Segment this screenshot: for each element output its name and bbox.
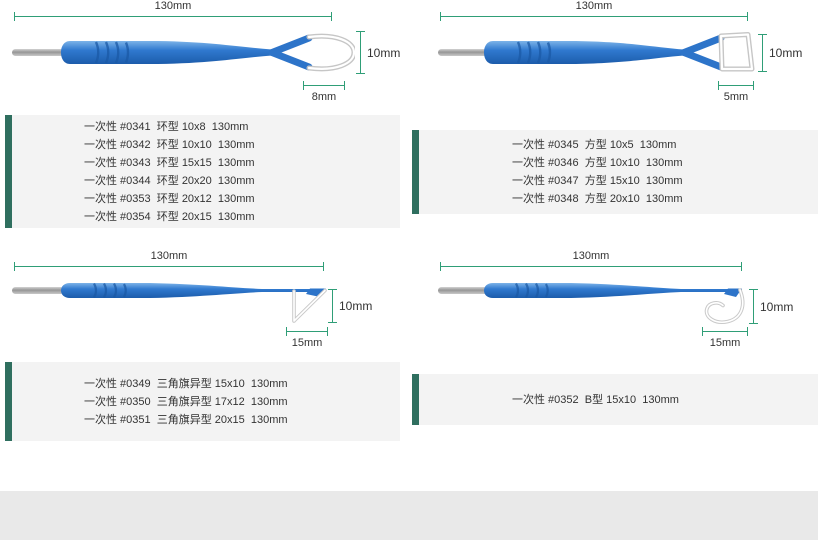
product-row: 一次性 #0354 环型 20x15 130mm: [84, 210, 255, 223]
width-dimension: 5mm: [718, 81, 754, 103]
length-dimension: 130mm: [440, 0, 748, 21]
dimension-line: [286, 327, 328, 336]
product-list-triangle-flag: 一次性 #0349 三角旗异型 15x10 130mm 一次性 #0350 三角旗…: [5, 362, 400, 441]
product-row: 一次性 #0353 环型 20x12 130mm: [84, 192, 255, 205]
product-row: 一次性 #0344 环型 20x20 130mm: [84, 174, 255, 187]
width-dimension-label: 5mm: [723, 91, 749, 103]
length-dimension-label: 130mm: [150, 250, 188, 262]
length-dimension: 130mm: [14, 250, 324, 271]
product-list-ring: 一次性 #0341 环型 10x8 130mm 一次性 #0342 环型 10x1…: [5, 115, 400, 228]
width-dimension: 15mm: [702, 327, 748, 349]
product-row: 一次性 #0342 环型 10x10 130mm: [84, 138, 255, 151]
product-row: 一次性 #0351 三角旗异型 20x15 130mm: [84, 413, 288, 426]
dimension-line: [440, 12, 748, 21]
height-dimension: 10mm: [758, 34, 802, 72]
height-dimension-label: 10mm: [760, 299, 794, 314]
length-dimension: 130mm: [14, 0, 332, 21]
height-dimension-label: 10mm: [367, 45, 401, 60]
length-dimension-label: 130mm: [575, 0, 613, 12]
width-dimension: 15mm: [286, 327, 328, 349]
length-dimension-label: 130mm: [572, 250, 610, 262]
length-dimension: 130mm: [440, 250, 742, 271]
dimension-line: [758, 34, 767, 72]
product-row: 一次性 #0350 三角旗异型 17x12 130mm: [84, 395, 288, 408]
ring-electrode-illustration: [12, 33, 355, 72]
dimension-line: [303, 81, 345, 90]
dimension-line: [440, 262, 742, 271]
length-dimension-label: 130mm: [154, 0, 192, 12]
height-dimension: 10mm: [749, 289, 793, 324]
width-dimension: 8mm: [303, 81, 345, 103]
product-row: 一次性 #0349 三角旗异型 15x10 130mm: [84, 377, 288, 390]
product-row: 一次性 #0347 方型 15x10 130mm: [512, 175, 683, 187]
dimension-line: [328, 289, 337, 323]
square-electrode-illustration: [438, 32, 755, 72]
product-row: 一次性 #0346 方型 10x10 130mm: [512, 157, 683, 169]
height-dimension-label: 10mm: [339, 299, 373, 313]
product-list-b-type: 一次性 #0352 B型 15x10 130mm: [412, 374, 818, 425]
width-dimension-label: 15mm: [709, 337, 741, 349]
dimension-line: [14, 12, 332, 21]
dimension-line: [749, 289, 758, 324]
product-row: 一次性 #0341 环型 10x8 130mm: [84, 120, 249, 133]
product-row: 一次性 #0343 环型 15x15 130mm: [84, 156, 255, 169]
height-dimension-label: 10mm: [769, 46, 803, 60]
product-row: 一次性 #0348 方型 20x10 130mm: [512, 193, 683, 205]
dimension-line: [718, 81, 754, 90]
b-type-electrode-illustration: [438, 282, 745, 324]
triangle-flag-electrode-illustration: [12, 282, 327, 323]
dimension-line: [356, 31, 365, 74]
width-dimension-label: 8mm: [311, 91, 337, 103]
height-dimension: 10mm: [328, 289, 372, 323]
product-row: 一次性 #0352 B型 15x10 130mm: [512, 393, 679, 406]
footer-band: [0, 491, 818, 540]
product-list-square: 一次性 #0345 方型 10x5 130mm 一次性 #0346 方型 10x1…: [412, 130, 818, 214]
dimension-line: [702, 327, 748, 336]
width-dimension-label: 15mm: [291, 337, 323, 349]
height-dimension: 10mm: [356, 31, 400, 74]
product-row: 一次性 #0345 方型 10x5 130mm: [512, 139, 677, 151]
dimension-line: [14, 262, 324, 271]
